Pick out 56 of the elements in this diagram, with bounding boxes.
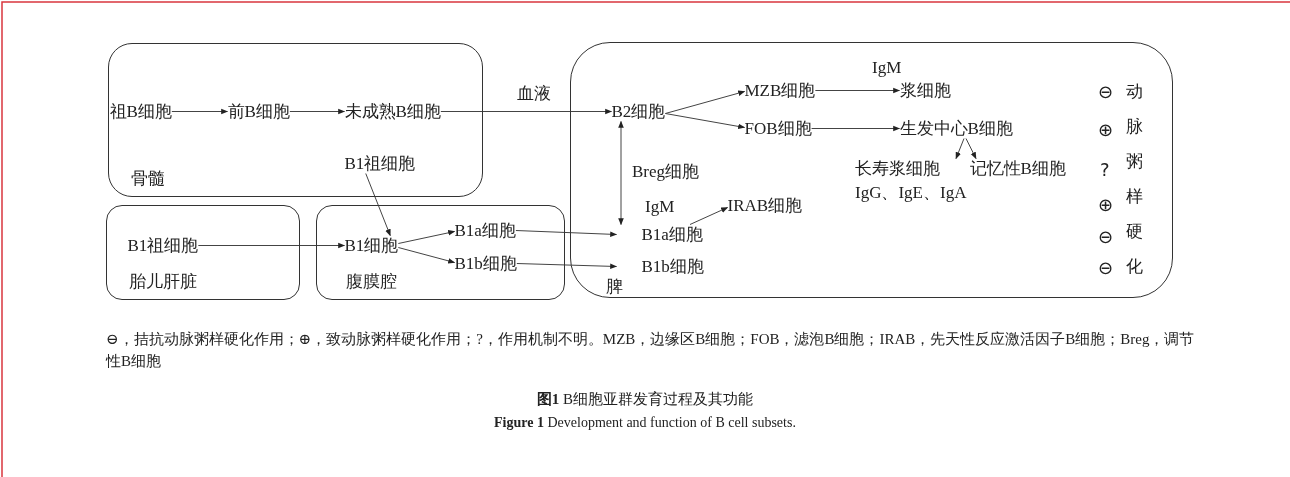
region-label: 腹膜腔 <box>346 272 397 292</box>
cell-label: B1a细胞 <box>616 224 703 245</box>
effect-symbol: ⊕ <box>1098 120 1114 140</box>
region-label: 脾 <box>606 277 623 297</box>
cell-label: B1细胞 <box>344 235 399 256</box>
arrow <box>440 108 613 115</box>
cell-label: B1a细胞 <box>454 220 516 241</box>
footnote: ⊖，拮抗动脉粥样硬化作用；⊕，致动脉粥样硬化作用；?，作用机制不明。MZB，边缘区B细胞；FOB，滤泡B细胞；IRAB，先天性反应激活因子B细胞；Breg，调节性B细胞 <box>106 330 1196 371</box>
cell-label: 前B细胞 <box>227 101 290 122</box>
cell-label: B1b细胞 <box>454 253 517 274</box>
arrow <box>664 113 746 130</box>
arrow <box>365 173 391 237</box>
cell-label: FOB细胞 <box>744 118 812 139</box>
cell-label: B1祖细胞 <box>344 153 416 174</box>
cell-label: IRAB细胞 <box>727 195 803 216</box>
arrow <box>289 108 346 115</box>
cell-label: B1b细胞 <box>616 256 704 277</box>
region-box <box>106 205 300 300</box>
arrow <box>664 90 746 114</box>
arrow <box>618 120 624 226</box>
cell-label: 长寿浆细胞 <box>854 158 940 179</box>
region-box <box>108 43 483 197</box>
effect-symbol: ⊖ <box>1098 82 1114 102</box>
arrow <box>515 230 618 238</box>
arrow <box>955 138 965 160</box>
arrow <box>516 263 618 270</box>
figure-caption: Figure 1 Development and function of B cell subsets. <box>493 414 797 432</box>
region-box <box>316 205 565 300</box>
effect-symbol: ⊕ <box>1098 195 1114 215</box>
cell-label: 祖B细胞 <box>109 101 172 122</box>
cell-label: 生发中心B细胞 <box>899 118 1013 139</box>
cell-label: 浆细胞 <box>899 80 951 101</box>
arrow <box>811 125 901 132</box>
cell-label: B2细胞 <box>611 101 666 122</box>
region-label: 骨髓 <box>131 169 165 189</box>
region-label: 胎儿肝脏 <box>129 272 197 292</box>
arrow <box>397 230 456 244</box>
edge-label: 血液 <box>515 84 553 104</box>
effect-symbol: ⊖ <box>1098 258 1114 278</box>
figure-caption: 图1 B细胞亚群发育过程及其功能 <box>535 390 755 409</box>
cell-label: 记忆性B细胞 <box>969 158 1066 179</box>
arrow <box>397 247 456 264</box>
arrow <box>965 138 977 160</box>
cell-label: MZB细胞 <box>744 80 816 101</box>
effect-symbol: ⊖ <box>1098 227 1114 247</box>
arrow <box>689 207 729 225</box>
cell-label: B1祖细胞 <box>127 235 199 256</box>
vertical-label: 动脉粥样硬化 <box>1126 81 1144 278</box>
effect-symbol: ? <box>1100 160 1110 180</box>
cell-label: 未成熟B细胞 <box>344 101 441 122</box>
arrow <box>171 108 229 115</box>
annotation: IgG、IgE、IgA <box>855 183 967 203</box>
annotation: Breg细胞 <box>632 162 700 182</box>
arrow <box>814 87 901 94</box>
arrow <box>197 242 346 249</box>
annotation: IgM <box>645 197 675 217</box>
